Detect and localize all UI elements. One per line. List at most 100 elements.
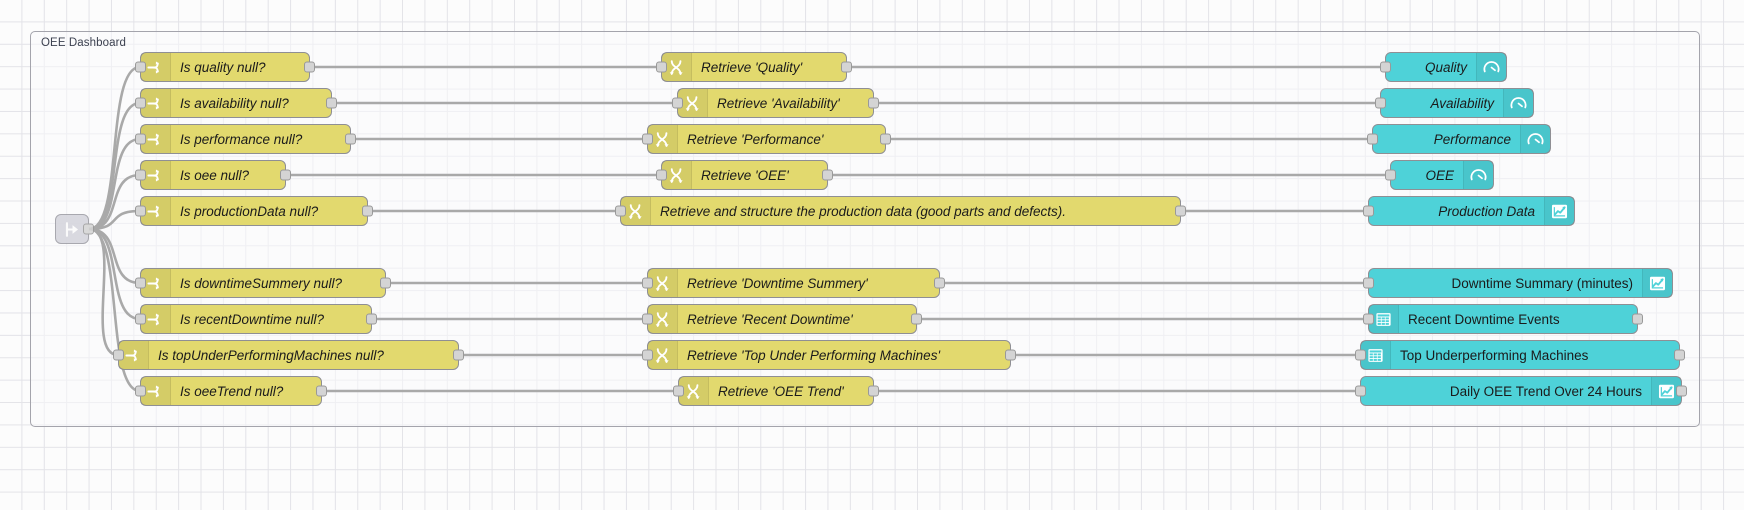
dashboard-node-8[interactable]: Daily OEE Trend Over 24 Hours xyxy=(1355,376,1687,406)
change-node-5-label: Retrieve 'Downtime Summery' xyxy=(687,275,868,291)
switch-icon xyxy=(141,269,171,297)
input-port[interactable] xyxy=(1355,385,1366,397)
input-port[interactable] xyxy=(135,97,146,109)
switch-icon xyxy=(141,305,171,333)
input-port[interactable] xyxy=(672,97,683,109)
change-icon xyxy=(648,269,678,297)
input-port[interactable] xyxy=(1363,277,1374,289)
input-port[interactable] xyxy=(135,169,146,181)
input-port[interactable] xyxy=(642,277,653,289)
switch-icon xyxy=(141,125,171,153)
input-port[interactable] xyxy=(615,205,626,217)
switch-node-8[interactable]: Is oeeTrend null? xyxy=(135,376,327,406)
change-node-1[interactable]: Retrieve 'Availability' xyxy=(672,88,879,118)
change-node-3[interactable]: Retrieve 'OEE' xyxy=(656,160,833,190)
output-port[interactable] xyxy=(934,277,945,289)
input-port[interactable] xyxy=(1367,133,1378,145)
output-port[interactable] xyxy=(1175,205,1186,217)
output-port[interactable] xyxy=(380,277,391,289)
input-port[interactable] xyxy=(642,349,653,361)
input-port[interactable] xyxy=(135,205,146,217)
switch-icon xyxy=(141,89,171,117)
input-port[interactable] xyxy=(1363,205,1374,217)
output-port[interactable] xyxy=(280,169,291,181)
output-port[interactable] xyxy=(1674,349,1685,361)
switch-icon xyxy=(141,161,171,189)
change-node-0[interactable]: Retrieve 'Quality' xyxy=(656,52,852,82)
output-port[interactable] xyxy=(911,313,922,325)
switch-node-3-label: Is oee null? xyxy=(180,167,250,183)
input-port[interactable] xyxy=(642,313,653,325)
input-port[interactable] xyxy=(1375,97,1386,109)
dashboard-node-2-label: Performance xyxy=(1433,131,1511,147)
change-node-6[interactable]: Retrieve 'Recent Downtime' xyxy=(642,304,922,334)
change-node-0-label: Retrieve 'Quality' xyxy=(701,59,803,75)
switch-node-0[interactable]: Is quality null? xyxy=(135,52,315,82)
switch-node-2[interactable]: Is performance null? xyxy=(135,124,356,154)
input-port[interactable] xyxy=(135,133,146,145)
input-port[interactable] xyxy=(135,313,146,325)
input-port[interactable] xyxy=(135,61,146,73)
output-port[interactable] xyxy=(326,97,337,109)
dashboard-node-0[interactable]: Quality xyxy=(1380,52,1507,82)
output-port[interactable] xyxy=(362,205,373,217)
switch-node-6[interactable]: Is recentDowntime null? xyxy=(135,304,377,334)
output-port[interactable] xyxy=(83,223,94,235)
output-port[interactable] xyxy=(822,169,833,181)
input-port[interactable] xyxy=(1380,61,1391,73)
change-node-2[interactable]: Retrieve 'Performance' xyxy=(642,124,891,154)
dashboard-node-8-label: Daily OEE Trend Over 24 Hours xyxy=(1449,383,1642,399)
output-port[interactable] xyxy=(453,349,464,361)
output-port[interactable] xyxy=(1005,349,1016,361)
change-node-8[interactable]: Retrieve 'OEE Trend' xyxy=(673,376,879,406)
switch-node-3[interactable]: Is oee null? xyxy=(135,160,291,190)
dashboard-node-6[interactable]: Recent Downtime Events xyxy=(1363,304,1643,334)
dashboard-node-3[interactable]: OEE xyxy=(1385,160,1494,190)
dashboard-node-1[interactable]: Availability xyxy=(1375,88,1534,118)
switch-node-2-label: Is performance null? xyxy=(180,131,303,147)
input-port[interactable] xyxy=(656,169,667,181)
switch-node-5[interactable]: Is downtimeSummery null? xyxy=(135,268,391,298)
switch-node-1[interactable]: Is availability null? xyxy=(135,88,337,118)
input-port[interactable] xyxy=(1385,169,1396,181)
dashboard-node-6-label: Recent Downtime Events xyxy=(1408,311,1560,327)
switch-icon xyxy=(141,53,171,81)
inject-node[interactable] xyxy=(55,214,94,244)
switch-icon xyxy=(141,197,171,225)
output-port[interactable] xyxy=(880,133,891,145)
change-icon xyxy=(679,377,709,405)
input-port[interactable] xyxy=(135,385,146,397)
input-port[interactable] xyxy=(673,385,684,397)
change-node-4[interactable]: Retrieve and structure the production da… xyxy=(615,196,1186,226)
input-port[interactable] xyxy=(135,277,146,289)
dashboard-node-7[interactable]: Top Underperforming Machines xyxy=(1355,340,1685,370)
gauge-icon xyxy=(1463,161,1493,189)
change-node-7[interactable]: Retrieve 'Top Under Performing Machines' xyxy=(642,340,1016,370)
input-port[interactable] xyxy=(1355,349,1366,361)
input-port[interactable] xyxy=(656,61,667,73)
change-node-5[interactable]: Retrieve 'Downtime Summery' xyxy=(642,268,945,298)
chart-icon xyxy=(1642,269,1672,297)
switch-node-7[interactable]: Is topUnderPerformingMachines null? xyxy=(113,340,464,370)
output-port[interactable] xyxy=(1632,313,1643,325)
output-port[interactable] xyxy=(304,61,315,73)
gauge-icon xyxy=(1503,89,1533,117)
output-port[interactable] xyxy=(868,385,879,397)
dashboard-node-4[interactable]: Production Data xyxy=(1363,196,1575,226)
dashboard-node-2[interactable]: Performance xyxy=(1367,124,1551,154)
switch-node-4[interactable]: Is productionData null? xyxy=(135,196,373,226)
switch-node-6-label: Is recentDowntime null? xyxy=(180,311,325,327)
change-icon xyxy=(648,305,678,333)
output-port[interactable] xyxy=(1676,385,1687,397)
output-port[interactable] xyxy=(868,97,879,109)
dashboard-node-5-label: Downtime Summary (minutes) xyxy=(1451,275,1633,291)
output-port[interactable] xyxy=(345,133,356,145)
dashboard-node-5[interactable]: Downtime Summary (minutes) xyxy=(1363,268,1673,298)
input-port[interactable] xyxy=(642,133,653,145)
output-port[interactable] xyxy=(841,61,852,73)
output-port[interactable] xyxy=(366,313,377,325)
input-port[interactable] xyxy=(113,349,124,361)
output-port[interactable] xyxy=(316,385,327,397)
input-port[interactable] xyxy=(1363,313,1374,325)
